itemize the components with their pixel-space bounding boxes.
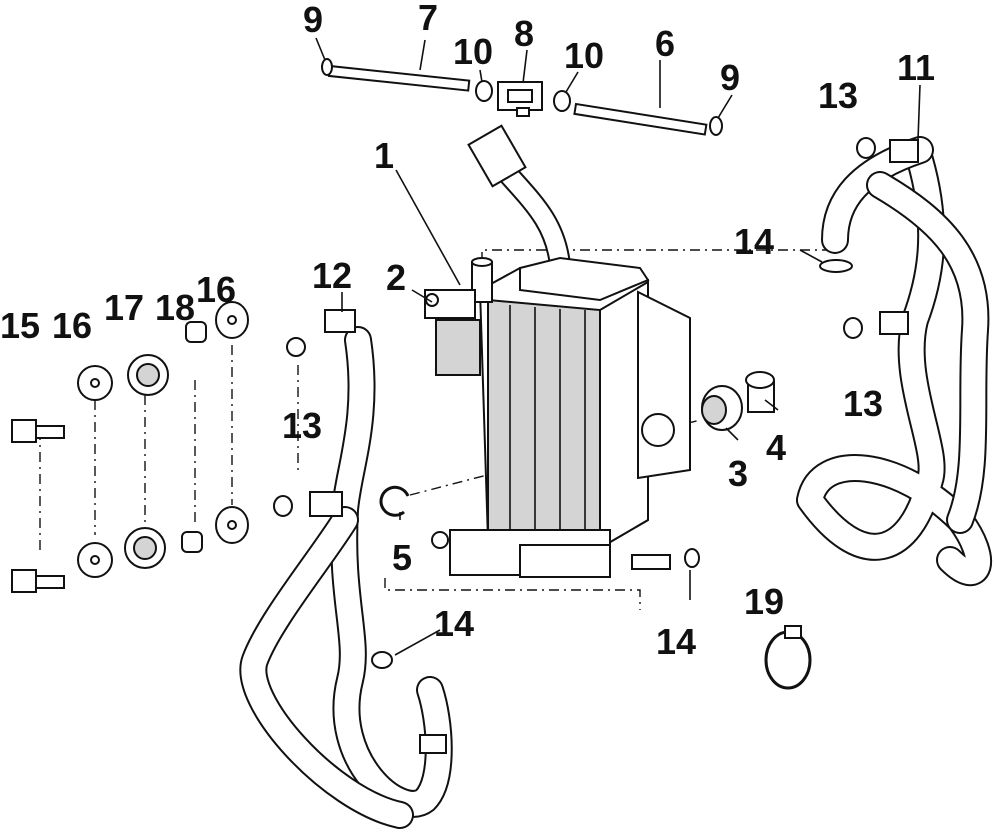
clamp-9-right — [709, 116, 723, 136]
callout-6: 6 — [655, 23, 675, 64]
grommet-3 — [701, 385, 743, 431]
callout-17: 17 — [104, 287, 144, 328]
connector-8 — [497, 81, 543, 117]
washers-16 — [77, 301, 249, 578]
callout-labels: 1 2 3 4 5 6 7 8 9 9 10 10 11 12 13 13 13… — [0, 0, 935, 662]
callout-5: 5 — [392, 537, 412, 578]
ring-10-right — [553, 90, 571, 112]
clamp-9-left — [321, 58, 333, 76]
callout-9-right: 9 — [720, 57, 740, 98]
fuel-filter-body-1 — [431, 124, 691, 578]
callout-16-right: 16 — [196, 269, 236, 310]
plug-4 — [745, 371, 775, 413]
bolts-15 — [11, 419, 65, 593]
callout-18: 18 — [155, 287, 195, 328]
callout-16-left: 16 — [52, 305, 92, 346]
callout-10-left: 10 — [453, 31, 493, 72]
callout-11: 11 — [897, 47, 935, 88]
tube-6 — [573, 102, 708, 136]
callout-14-bottom: 14 — [656, 621, 696, 662]
ring-10-left — [475, 80, 493, 102]
callout-13-mid-right: 13 — [843, 383, 883, 424]
hose-11 — [796, 136, 993, 587]
clamps-14 — [371, 259, 853, 669]
callout-14-left: 14 — [434, 603, 474, 644]
clamp-19 — [764, 625, 812, 690]
valve-2 — [424, 289, 481, 376]
callout-9-left: 9 — [303, 0, 323, 40]
callout-3: 3 — [728, 453, 748, 494]
leader-lines — [315, 37, 921, 656]
callout-14-right: 14 — [734, 221, 774, 262]
callout-10-right: 10 — [564, 35, 604, 76]
callout-13-left: 13 — [282, 405, 322, 446]
callout-19: 19 — [744, 581, 784, 622]
callout-4: 4 — [766, 427, 786, 468]
tube-7 — [327, 64, 471, 92]
callout-8: 8 — [514, 13, 534, 54]
callout-2: 2 — [386, 257, 406, 298]
callout-1: 1 — [374, 135, 394, 176]
callout-15: 15 — [0, 305, 40, 346]
callout-12: 12 — [312, 255, 352, 296]
o-rings-13 — [273, 137, 876, 517]
callout-13-top-right: 13 — [818, 75, 858, 116]
clip-5 — [379, 485, 410, 517]
sleeves-18 — [181, 321, 207, 553]
hose-12 — [239, 309, 453, 829]
callout-7: 7 — [418, 0, 438, 38]
grommets-17 — [124, 354, 169, 569]
